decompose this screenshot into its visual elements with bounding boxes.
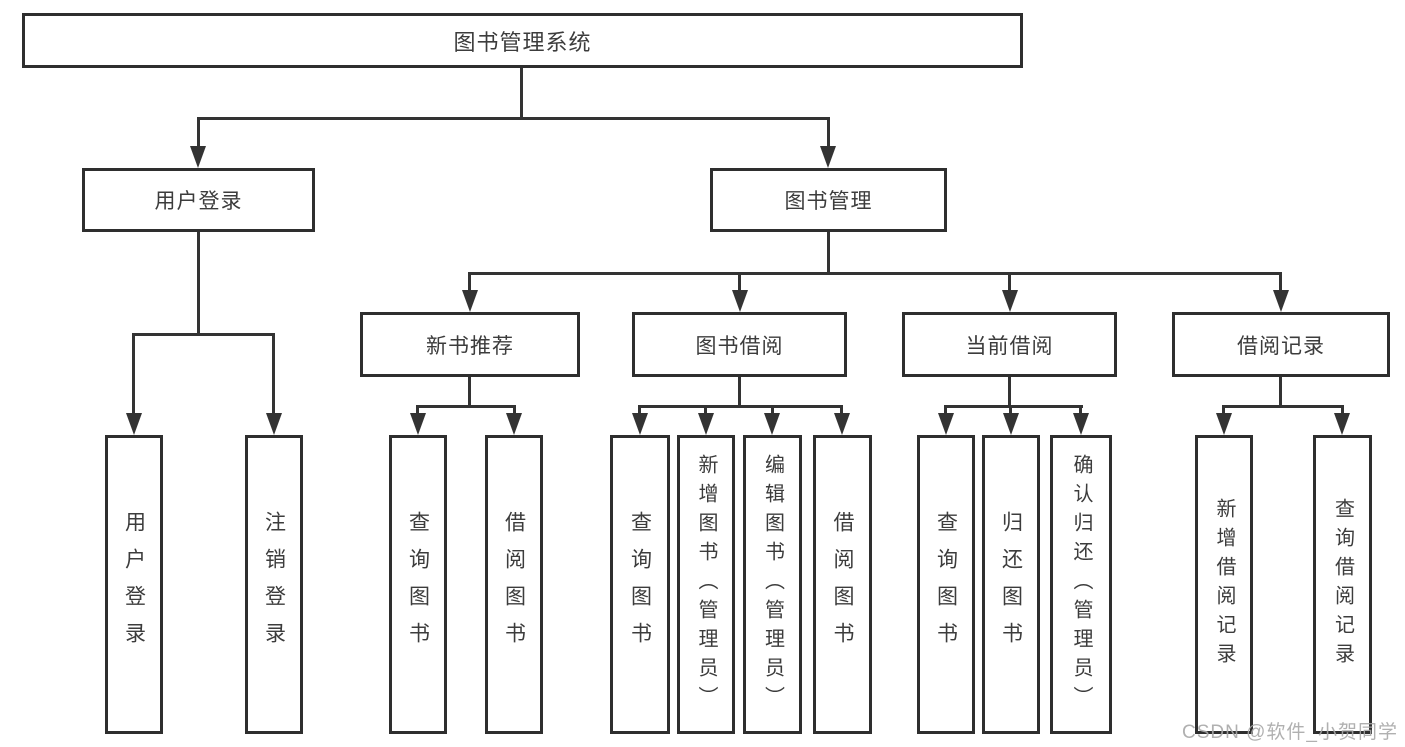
connector-line: [1222, 405, 1343, 408]
connector-line: [944, 405, 947, 416]
connector-line: [1008, 272, 1011, 294]
leaf-add-book-admin: 新增图书（管理员）: [677, 435, 735, 734]
connector-line: [1009, 405, 1012, 416]
connector-line: [1279, 377, 1282, 406]
connector-line: [771, 405, 774, 416]
arrow-down-icon: [764, 413, 780, 435]
connector-line: [827, 117, 830, 148]
arrow-down-icon: [698, 413, 714, 435]
leaf-label: 借阅图书: [502, 510, 526, 659]
leaf-label: 查询图书: [934, 510, 958, 659]
connector-line: [272, 333, 275, 415]
leaf-confirm-return-admin: 确认归还（管理员）: [1050, 435, 1112, 734]
connector-line: [468, 377, 471, 406]
connector-line: [738, 272, 741, 294]
arrow-down-icon: [1073, 413, 1089, 435]
connector-line: [1341, 405, 1344, 416]
leaf-label: 查询图书: [406, 510, 430, 659]
arrow-down-icon: [506, 413, 522, 435]
connector-line: [944, 405, 1083, 408]
section-label: 当前借阅: [965, 334, 1054, 358]
leaf-query-book: 查询图书: [917, 435, 975, 734]
node-root: 图书管理系统: [22, 13, 1023, 68]
leaf-label: 确认归还（管理员）: [1070, 454, 1092, 715]
node-borrow-records: 借阅记录: [1172, 312, 1390, 377]
leaf-edit-book-admin: 编辑图书（管理员）: [743, 435, 802, 734]
leaf-user-login: 用户登录: [105, 435, 163, 734]
arrow-down-icon: [1273, 290, 1289, 312]
leaf-label: 编辑图书（管理员）: [761, 454, 784, 715]
arrow-down-icon: [938, 413, 954, 435]
connector-line: [638, 405, 843, 408]
node-user-login: 用户登录: [82, 168, 315, 232]
arrow-down-icon: [632, 413, 648, 435]
connector-line: [1008, 377, 1011, 406]
section-label: 图书借阅: [695, 334, 784, 358]
leaf-label: 查询图书: [628, 510, 652, 659]
connector-line: [638, 405, 641, 416]
arrow-down-icon: [126, 413, 142, 435]
node-current-borrow: 当前借阅: [902, 312, 1117, 377]
arrow-down-icon: [1002, 290, 1018, 312]
leaf-borrow-book: 借阅图书: [485, 435, 543, 734]
connector-line: [827, 232, 830, 273]
node-root-label: 图书管理系统: [453, 29, 592, 55]
arrow-down-icon: [820, 146, 836, 168]
leaf-query-borrow-record: 查询借阅记录: [1313, 435, 1372, 734]
arrow-down-icon: [410, 413, 426, 435]
section-label: 借阅记录: [1237, 334, 1325, 358]
connector-line: [738, 377, 741, 406]
node-book-borrow: 图书借阅: [632, 312, 847, 377]
arrow-down-icon: [190, 146, 206, 168]
leaf-label: 注销登录: [262, 510, 286, 659]
connector-line: [520, 68, 523, 118]
connector-line: [416, 405, 419, 416]
connector-line: [197, 117, 200, 148]
arrow-down-icon: [1003, 413, 1019, 435]
connector-line: [840, 405, 843, 416]
leaf-label: 借阅图书: [831, 510, 854, 659]
arrow-down-icon: [462, 290, 478, 312]
leaf-logout: 注销登录: [245, 435, 303, 734]
section-label: 新书推荐: [426, 334, 514, 358]
arrow-down-icon: [266, 413, 282, 435]
node-book-management: 图书管理: [710, 168, 947, 232]
leaf-borrow-book: 借阅图书: [813, 435, 872, 734]
connector-line: [132, 333, 135, 415]
leaf-label: 用户登录: [122, 510, 146, 659]
csdn-watermark: CSDN @软件_小贺同学: [1182, 722, 1398, 743]
connector-line: [469, 272, 1282, 275]
leaf-label: 新增图书（管理员）: [695, 454, 717, 715]
leaf-label: 新增借阅记录: [1213, 497, 1235, 672]
leaf-label: 归还图书: [999, 510, 1023, 659]
arrow-down-icon: [732, 290, 748, 312]
node-new-book-recommend: 新书推荐: [360, 312, 580, 377]
connector-line: [197, 117, 830, 120]
connector-line: [468, 272, 471, 294]
arrow-down-icon: [834, 413, 850, 435]
leaf-add-borrow-record: 新增借阅记录: [1195, 435, 1253, 734]
leaf-query-book: 查询图书: [610, 435, 670, 734]
leaf-query-book: 查询图书: [389, 435, 447, 734]
connector-line: [1079, 405, 1082, 416]
connector-line: [1279, 272, 1282, 294]
arrow-down-icon: [1216, 413, 1232, 435]
node-book-management-label: 图书管理: [784, 190, 873, 213]
connector-line: [133, 333, 275, 336]
arrow-down-icon: [1334, 413, 1350, 435]
connector-line: [704, 405, 707, 416]
node-user-login-label: 用户登录: [154, 190, 243, 213]
connector-line: [1222, 405, 1225, 416]
leaf-return-book: 归还图书: [982, 435, 1040, 734]
leaf-label: 查询借阅记录: [1331, 497, 1354, 672]
connector-line: [416, 405, 516, 408]
connector-line: [197, 232, 200, 334]
connector-line: [513, 405, 516, 416]
